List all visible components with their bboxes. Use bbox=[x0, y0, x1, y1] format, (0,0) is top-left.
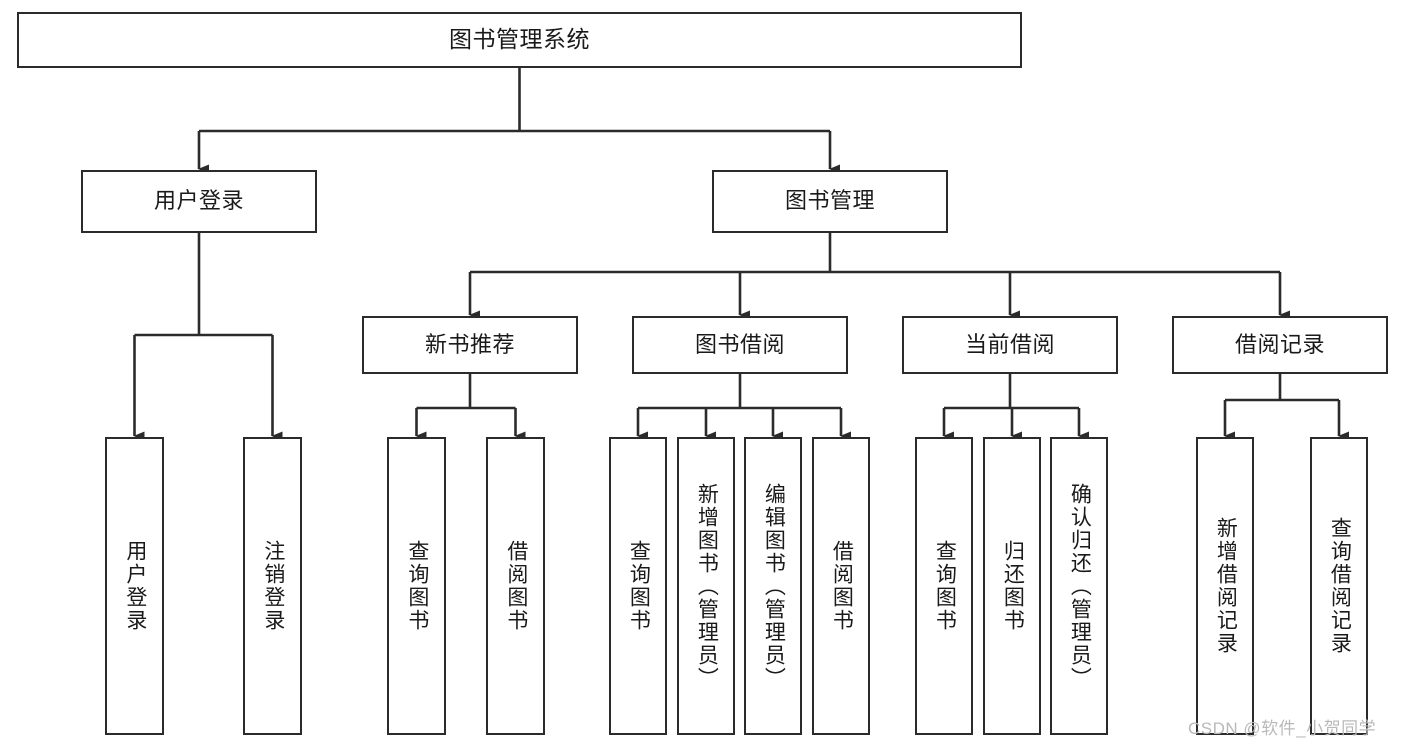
node-label: 新增图书（管理员） bbox=[695, 482, 719, 690]
node-label: 新增借阅记录 bbox=[1214, 517, 1238, 655]
node-leaf-new-1[interactable]: 查询图书 bbox=[387, 437, 446, 735]
node-leaf-login-1[interactable]: 用户登录 bbox=[105, 437, 164, 735]
node-current[interactable]: 当前借阅 bbox=[902, 316, 1118, 374]
node-leaf-bor-1[interactable]: 查询图书 bbox=[609, 437, 667, 735]
node-newbook[interactable]: 新书推荐 bbox=[362, 316, 578, 374]
node-label: 借阅记录 bbox=[1234, 331, 1325, 357]
node-root[interactable]: 图书管理系统 bbox=[17, 12, 1022, 68]
node-label: 确认归还（管理员） bbox=[1068, 482, 1092, 690]
node-leaf-cur-1[interactable]: 查询图书 bbox=[915, 437, 973, 735]
node-label: 用户登录 bbox=[123, 540, 147, 632]
node-leaf-rec-1[interactable]: 新增借阅记录 bbox=[1196, 437, 1254, 735]
node-label: 图书管理系统 bbox=[449, 26, 590, 53]
node-leaf-cur-3[interactable]: 确认归还（管理员） bbox=[1050, 437, 1108, 735]
node-label: 编辑图书（管理员） bbox=[762, 482, 786, 690]
node-label: 注销登录 bbox=[261, 540, 285, 632]
node-label: 借阅图书 bbox=[830, 540, 854, 632]
node-leaf-rec-2[interactable]: 查询借阅记录 bbox=[1310, 437, 1368, 735]
node-label: 图书借阅 bbox=[694, 331, 785, 357]
node-leaf-bor-2[interactable]: 新增图书（管理员） bbox=[677, 437, 735, 735]
node-label: 查询图书 bbox=[627, 540, 651, 632]
node-label: 查询图书 bbox=[933, 540, 957, 632]
node-login[interactable]: 用户登录 bbox=[81, 170, 317, 233]
node-label: 新书推荐 bbox=[424, 331, 515, 357]
node-bookmgmt[interactable]: 图书管理 bbox=[712, 170, 948, 233]
node-label: 查询借阅记录 bbox=[1328, 517, 1352, 655]
watermark-text: CSDN @软件_小贺同学 bbox=[1188, 719, 1377, 738]
node-label: 用户登录 bbox=[153, 188, 244, 214]
node-leaf-bor-3[interactable]: 编辑图书（管理员） bbox=[744, 437, 802, 735]
node-label: 当前借阅 bbox=[964, 331, 1055, 357]
node-leaf-bor-4[interactable]: 借阅图书 bbox=[812, 437, 870, 735]
node-label: 归还图书 bbox=[1001, 540, 1025, 632]
node-label: 借阅图书 bbox=[504, 540, 528, 632]
node-borrow[interactable]: 图书借阅 bbox=[632, 316, 848, 374]
node-leaf-login-2[interactable]: 注销登录 bbox=[243, 437, 302, 735]
node-leaf-new-2[interactable]: 借阅图书 bbox=[486, 437, 545, 735]
node-records[interactable]: 借阅记录 bbox=[1172, 316, 1388, 374]
node-label: 图书管理 bbox=[784, 188, 875, 214]
node-label: 查询图书 bbox=[405, 540, 429, 632]
node-leaf-cur-2[interactable]: 归还图书 bbox=[983, 437, 1041, 735]
